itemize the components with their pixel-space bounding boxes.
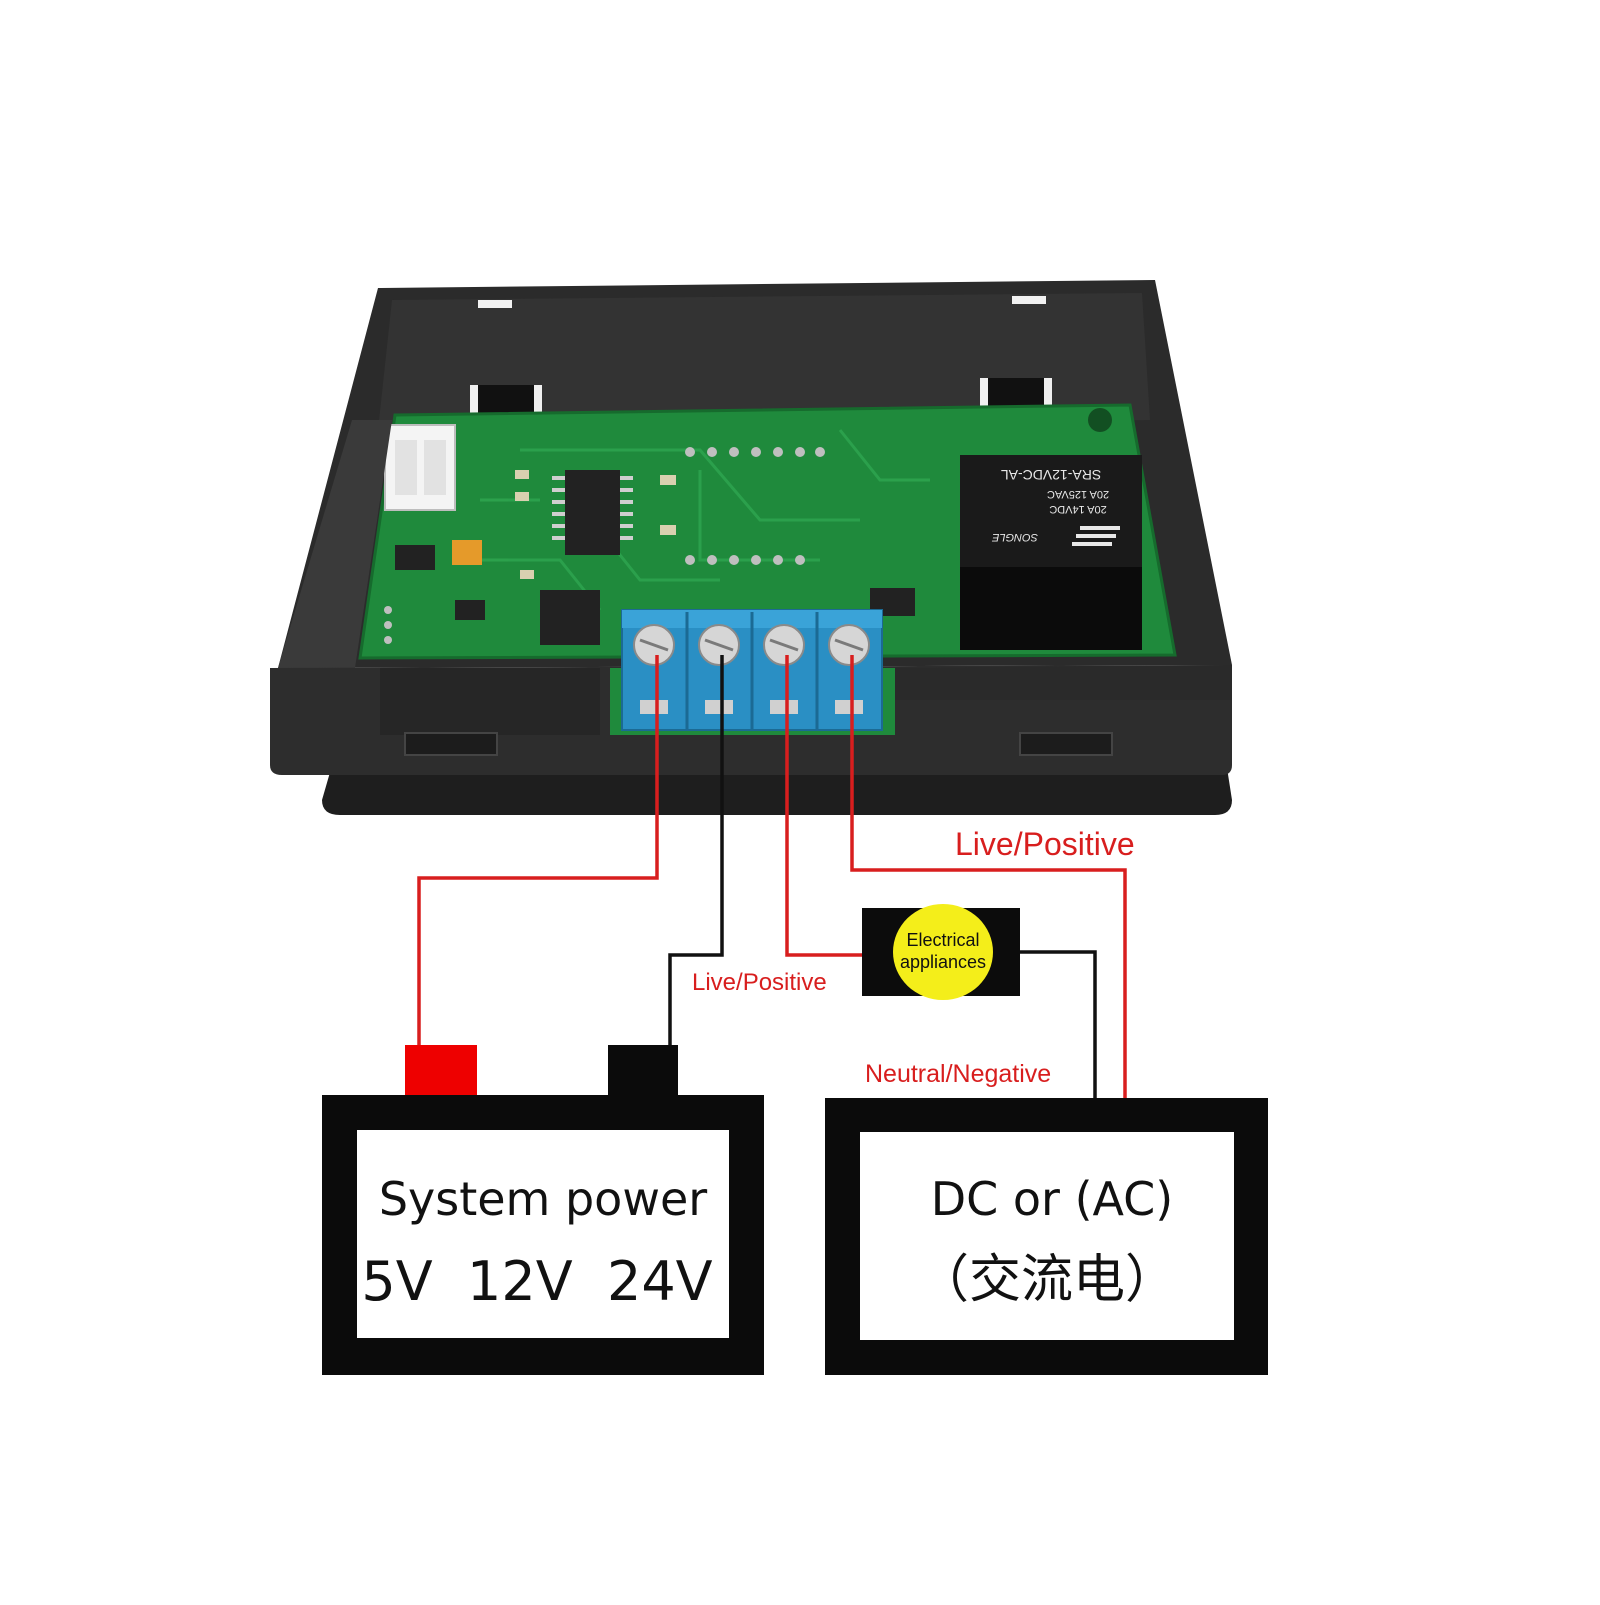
appliance-bulb-icon [893, 904, 993, 1000]
system-power-title: System power [379, 1172, 707, 1226]
load-power-panel [860, 1132, 1234, 1340]
front-clip-right [1019, 732, 1113, 756]
load-power-supply: DC or (AC) （交流电） [825, 1098, 1268, 1375]
transistor-2 [455, 600, 485, 620]
label-neutral-negative: Neutral/Negative [865, 1060, 1051, 1088]
clip-left-lower [470, 385, 542, 415]
front-clip-left [404, 732, 498, 756]
wire-system-positive [417, 655, 659, 1045]
label-live-positive-mid: Live/Positive [692, 969, 827, 996]
clip-right-top [1012, 296, 1046, 304]
positive-terminal [405, 1045, 477, 1095]
clip-right-lower [980, 378, 1052, 408]
load-power-subtitle: （交流电） [917, 1250, 1177, 1310]
ic-chip-1 [565, 470, 620, 555]
terminal-block [621, 609, 883, 731]
module-inner-wall [378, 293, 1150, 430]
appliance-label-line1: Electrical [906, 930, 979, 950]
wire-to-appliance [785, 655, 862, 957]
terminal-screws [633, 624, 870, 666]
label-live-positive-top: Live/Positive [955, 826, 1135, 862]
wire-load-live [850, 655, 1127, 1098]
appliance-label-line2: appliances [900, 952, 986, 972]
relay-rating-dc: 20A 14VDC [1049, 503, 1107, 515]
negative-terminal [608, 1045, 678, 1097]
wire-load-neutral [1018, 950, 1097, 1098]
transistor-1 [395, 545, 435, 570]
clip-left-top [478, 300, 512, 308]
system-power-supply: System power 5V 12V 24V [322, 1045, 764, 1375]
electrical-appliance: Electrical appliances [862, 904, 1020, 1000]
relay-model-text: SRA-12VDC-AL [1001, 467, 1102, 483]
relay-brand: SONGLE [991, 531, 1038, 543]
relay-logo-icon [1072, 526, 1120, 546]
system-power-panel [357, 1130, 729, 1338]
wires [417, 655, 1127, 1098]
wire-system-negative [668, 655, 724, 1045]
tantalum-capacitor [452, 540, 482, 565]
mounting-hole [1088, 408, 1112, 432]
ic-chip-2 [540, 590, 600, 645]
system-power-voltages: 5V 12V 24V [361, 1250, 712, 1313]
relay-rating-ac: 20A 125VAC [1047, 488, 1109, 500]
relay: SRA-12VDC-AL 20A 125VAC 20A 14VDC SONGLE [960, 455, 1142, 650]
controller-module: SRA-12VDC-AL 20A 125VAC 20A 14VDC SONGLE [270, 280, 1232, 815]
load-power-title: DC or (AC) [931, 1172, 1174, 1226]
